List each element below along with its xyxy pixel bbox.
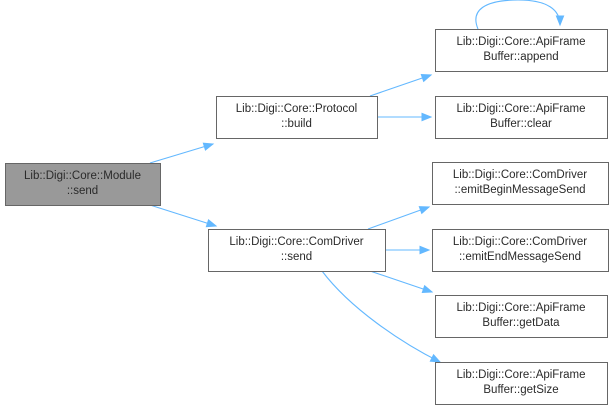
node-label-line-2: ::emitEndMessageSend <box>459 251 581 263</box>
node-box <box>5 163 161 206</box>
arrowhead <box>555 15 565 27</box>
node-label-line-2: Buffer::append <box>483 51 558 63</box>
node-comdriver-emitend[interactable]: Lib::Digi::Core::ComDriver::emitEndMessa… <box>432 229 609 272</box>
node-label-line-1: Lib::Digi::Core::ApiFrame <box>456 103 585 115</box>
node-protocol-build[interactable]: Lib::Digi::Core::Protocol::build <box>216 96 378 139</box>
arrowhead <box>205 218 218 228</box>
arrowhead <box>421 112 433 122</box>
edge-comdriver_send-to-comdriver_emitend <box>385 245 431 255</box>
edge-line <box>149 143 214 164</box>
node-label-line-1: Lib::Digi::Core::ComDriver <box>453 169 587 181</box>
edge-module_send-to-comdriver_send <box>149 204 218 228</box>
node-comdriver-send[interactable]: Lib::Digi::Core::ComDriver::send <box>208 229 386 272</box>
node-label-line-2: ::build <box>281 118 312 130</box>
edge-line <box>321 270 441 363</box>
node-label-line-1: Lib::Digi::Core::ApiFrame <box>456 369 585 381</box>
nodes: Lib::Digi::Core::Module::sendLib::Digi::… <box>5 29 609 405</box>
node-box <box>208 229 386 272</box>
node-box <box>435 96 608 139</box>
edge-module_send-to-protocol_build <box>149 142 215 164</box>
edge-line <box>369 74 432 97</box>
node-label-line-1: Lib::Digi::Core::Module <box>24 170 141 182</box>
edge-comdriver_send-to-comdriver_emitbegin <box>367 206 431 230</box>
node-label-line-2: Buffer::clear <box>490 118 552 130</box>
arrowhead <box>202 142 215 151</box>
node-comdriver-emitbegin[interactable]: Lib::Digi::Core::ComDriver::emitBeginMes… <box>432 162 609 205</box>
node-label-line-2: ::emitBeginMessageSend <box>454 184 585 196</box>
arrowhead <box>419 245 431 255</box>
node-box <box>216 96 378 139</box>
node-box <box>435 29 608 72</box>
node-box <box>435 362 608 405</box>
node-label-line-1: Lib::Digi::Core::Protocol <box>236 103 357 115</box>
node-label-line-2: ::send <box>67 185 98 197</box>
arrowhead <box>420 73 433 83</box>
edge-line <box>149 204 217 227</box>
edge-line <box>369 270 433 293</box>
edges <box>149 0 565 363</box>
edge-protocol_build-to-apiframe_append <box>369 73 433 97</box>
node-box <box>432 162 609 205</box>
node-module-send[interactable]: Lib::Digi::Core::Module::send <box>5 163 161 206</box>
node-label-line-2: ::send <box>281 251 312 263</box>
node-label-line-2: Buffer::getSize <box>483 384 558 396</box>
arrowhead <box>421 284 434 294</box>
node-box <box>432 229 609 272</box>
edge-comdriver_send-to-apiframe_getsize <box>321 270 442 363</box>
node-label-line-2: Buffer::getData <box>482 317 560 329</box>
node-box <box>435 295 608 338</box>
edge-apiframe_append-to-apiframe_append <box>475 0 565 30</box>
node-label-line-1: Lib::Digi::Core::ComDriver <box>453 236 587 248</box>
edge-line <box>475 0 561 30</box>
arrowhead <box>429 353 442 363</box>
node-label-line-1: Lib::Digi::Core::ApiFrame <box>456 36 585 48</box>
edge-comdriver_send-to-apiframe_getdata <box>369 270 434 294</box>
node-label-line-1: Lib::Digi::Core::ApiFrame <box>456 302 585 314</box>
node-label-line-1: Lib::Digi::Core::ComDriver <box>229 236 363 248</box>
edge-line <box>367 206 430 230</box>
edge-protocol_build-to-apiframe_clear <box>377 112 433 122</box>
arrowhead <box>418 206 431 215</box>
